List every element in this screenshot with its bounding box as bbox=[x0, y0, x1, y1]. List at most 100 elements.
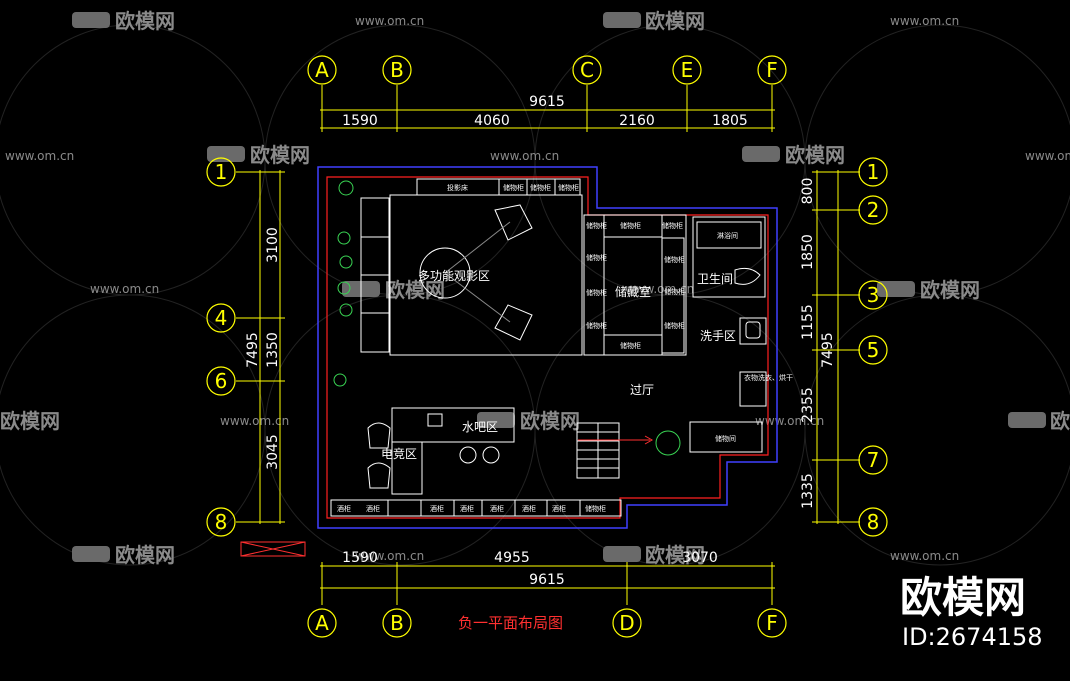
left-dimension-labels: 3100 1350 3045 7495 bbox=[245, 227, 281, 470]
axis-bubble: 2 bbox=[858, 195, 888, 225]
axis-bubble: B bbox=[382, 608, 412, 638]
axis-bubble: 7 bbox=[858, 445, 888, 475]
right-dim-part: 1335 bbox=[800, 473, 816, 509]
cabinet-label: 储物柜 bbox=[586, 288, 607, 297]
axis-label: 4 bbox=[215, 306, 228, 330]
cabinet-label: 酒柜 bbox=[522, 504, 536, 513]
cabinet-labels: 投影床 储物柜 储物柜 储物柜 储物柜 储物柜 储物柜 储物柜 储物柜 储物柜 … bbox=[337, 183, 793, 513]
wash-basin bbox=[739, 317, 767, 345]
room-label-bar: 水吧区 bbox=[462, 420, 498, 434]
left-dimension-lines bbox=[236, 170, 285, 524]
plant-icon bbox=[339, 303, 353, 317]
axis-bubble: F bbox=[757, 608, 787, 638]
watermark-brand: 欧模网 bbox=[250, 143, 310, 167]
right-dim-part: 2355 bbox=[800, 387, 816, 423]
axis-label: D bbox=[619, 611, 634, 635]
walls bbox=[317, 166, 778, 529]
axis-label: 8 bbox=[867, 510, 880, 534]
watermark-big-brand: 欧模网 bbox=[900, 573, 1026, 622]
watermark-brand: 欧模网 bbox=[920, 278, 980, 302]
watermark-brand: 欧模网 bbox=[115, 9, 175, 33]
watermark-brand: 欧模网 bbox=[785, 143, 845, 167]
theater-room bbox=[389, 194, 583, 356]
watermark-brand: 欧模网 bbox=[385, 278, 445, 302]
watermark-site: www.om.cn bbox=[490, 149, 559, 163]
axis-label: E bbox=[681, 58, 694, 82]
top-dim-part: 4060 bbox=[474, 113, 510, 129]
axis-label: 1 bbox=[215, 160, 228, 184]
axis-label: A bbox=[315, 58, 329, 82]
laundry-unit bbox=[739, 371, 767, 407]
cabinet-label: 酒柜 bbox=[552, 504, 566, 513]
watermark-brand: 欧模网 bbox=[520, 409, 580, 433]
left-dim-part: 1350 bbox=[265, 332, 281, 368]
watermark-brand: 欧模网 bbox=[1050, 409, 1070, 433]
watermark-brand: 欧模网 bbox=[0, 409, 60, 433]
bottom-dim-total: 9615 bbox=[529, 572, 565, 588]
bathroom bbox=[692, 216, 766, 298]
axis-label: 7 bbox=[867, 448, 880, 472]
shower-area bbox=[696, 221, 762, 249]
lounge-chair-bottom bbox=[494, 304, 533, 341]
gaming-chair bbox=[367, 462, 391, 489]
axis-bubble: 8 bbox=[206, 507, 236, 537]
cabinet-label: 酒柜 bbox=[460, 504, 474, 513]
cabinet-label: 储物柜 bbox=[503, 183, 524, 192]
plant-icon bbox=[655, 430, 681, 456]
cabinet-label: 储物柜 bbox=[585, 504, 606, 513]
axis-label: 2 bbox=[867, 198, 880, 222]
watermark-brand: 欧模网 bbox=[115, 543, 175, 567]
axis-label: F bbox=[766, 58, 778, 82]
right-dimension-labels: 800 1850 1155 2355 1335 7495 bbox=[800, 178, 836, 509]
watermark-id: ID:2674158 bbox=[902, 623, 1043, 651]
cabinet-label: 储物柜 bbox=[586, 321, 607, 330]
utility-closet bbox=[689, 421, 763, 453]
cabinet-label: 储物间 bbox=[715, 434, 736, 443]
scale-bar bbox=[240, 541, 306, 557]
axis-label: 8 bbox=[215, 510, 228, 534]
plant-icon bbox=[333, 373, 347, 387]
watermark-site: www.om.cn bbox=[220, 414, 289, 428]
right-dim-total: 7495 bbox=[820, 332, 836, 368]
watermark-brand: 欧模网 bbox=[645, 543, 705, 567]
outer-wall bbox=[317, 166, 778, 529]
axis-bubble: 1 bbox=[206, 157, 236, 187]
plant-icon bbox=[339, 255, 353, 269]
cabinet-label: 酒柜 bbox=[366, 504, 380, 513]
bottom-dim-part: 4955 bbox=[494, 550, 530, 566]
drawing-title: 负一平面布局图 bbox=[458, 614, 563, 632]
cabinet-label: 投影床 bbox=[447, 183, 468, 192]
room-label-hall: 过厅 bbox=[630, 383, 654, 397]
left-dim-part: 3045 bbox=[265, 434, 281, 470]
plants bbox=[333, 180, 681, 456]
watermark-site: www.om.cn bbox=[90, 282, 159, 296]
watermark-sofa-icons bbox=[72, 12, 1046, 562]
cabinet-label: 酒柜 bbox=[490, 504, 504, 513]
bottom-cabinet-row bbox=[330, 499, 622, 517]
bar-counter bbox=[391, 407, 515, 443]
cabinet-label: 储物柜 bbox=[530, 183, 551, 192]
cabinet-label: 酒柜 bbox=[430, 504, 444, 513]
plant-icon bbox=[337, 281, 351, 295]
bottom-dim-part: 1590 bbox=[342, 550, 378, 566]
staircase bbox=[576, 422, 620, 479]
cabinet-label: 储物柜 bbox=[620, 221, 641, 230]
watermarks: 欧模网 www.om.cn 欧模网 www.om.cn www.om.cn 欧模… bbox=[0, 9, 1070, 567]
room-label-storage: 储藏室 bbox=[615, 284, 651, 299]
axis-bubble: A bbox=[307, 55, 337, 85]
axis-label: 3 bbox=[867, 283, 880, 307]
bar-stool bbox=[459, 446, 477, 464]
axis-bubble: 5 bbox=[858, 335, 888, 365]
axis-label: 5 bbox=[867, 338, 880, 362]
inner-wall bbox=[326, 176, 769, 519]
plant-icon bbox=[337, 231, 351, 245]
right-dim-part: 1155 bbox=[800, 304, 816, 340]
watermark-site: www.om.cn bbox=[355, 14, 424, 28]
axis-label: A bbox=[315, 611, 329, 635]
axis-label: 6 bbox=[215, 369, 228, 393]
top-dimension-labels: 9615 1590 4060 2160 1805 bbox=[342, 94, 748, 129]
